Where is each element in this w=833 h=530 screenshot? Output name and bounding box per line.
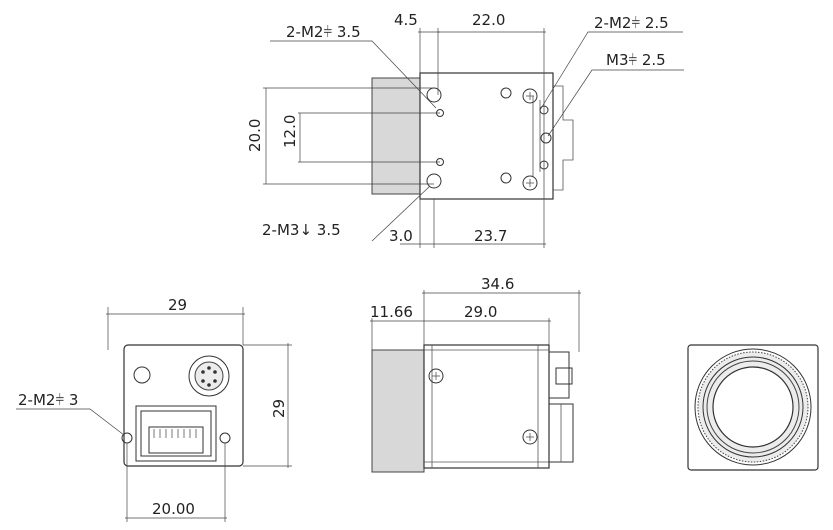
dim-12-0: 12.0 [281, 115, 299, 148]
mount-hole-icon [500, 87, 512, 99]
lens-aperture-icon [712, 366, 794, 448]
side-view-camera-body [423, 344, 550, 469]
mount-hole-icon [426, 173, 442, 189]
screw-icon [522, 88, 538, 104]
side-view-lens-mount [371, 349, 425, 473]
io-connector-icon [188, 355, 230, 397]
screw-icon [428, 368, 444, 384]
top-view-camera-body [419, 72, 554, 200]
dim-23-7: 23.7 [474, 227, 507, 245]
mount-hole-icon [540, 132, 552, 144]
mount-hole-icon [500, 172, 512, 184]
lens-view [687, 344, 819, 471]
dim-3-0: 3.0 [389, 227, 413, 245]
led-icon [133, 366, 151, 384]
dim-22-0: 22.0 [472, 11, 505, 29]
dim-29-height: 29 [270, 399, 288, 418]
label-m2-3-5: 2-M2⫩ 3.5 [286, 23, 361, 41]
dim-34-6: 34.6 [481, 275, 514, 293]
ethernet-port-icon [135, 405, 217, 462]
dim-29-width: 29 [168, 296, 187, 314]
label-m2-2-5: 2-M2⫩ 2.5 [594, 14, 669, 32]
dim-20-00: 20.00 [152, 500, 195, 518]
label-m3-2-5: M3⫩ 2.5 [606, 51, 666, 69]
dim-4-5: 4.5 [394, 11, 418, 29]
side-view: 34.6 11.66 29.0 [370, 275, 581, 473]
dim-29-0: 29.0 [464, 303, 497, 321]
side-view-io-connector [548, 351, 570, 399]
top-view: 2-M2⫩ 3.5 4.5 22.0 2-M2⫩ 2.5 M3⫩ 2.5 20.… [246, 11, 684, 248]
top-view-connector [553, 85, 574, 191]
screw-icon [522, 175, 538, 191]
dim-20-0: 20.0 [246, 119, 264, 152]
label-m3-3-5: 2-M3↓ 3.5 [262, 221, 341, 239]
mount-hole-icon [539, 160, 549, 170]
front-view: 29 29 20.00 2-M2⫩ 3 [16, 296, 292, 522]
lens-ring-outer [694, 348, 812, 466]
screw-icon [522, 429, 538, 445]
dim-11-66: 11.66 [370, 303, 413, 321]
label-m2-3: 2-M2⫩ 3 [18, 391, 78, 409]
top-view-lens-mount [371, 77, 421, 195]
